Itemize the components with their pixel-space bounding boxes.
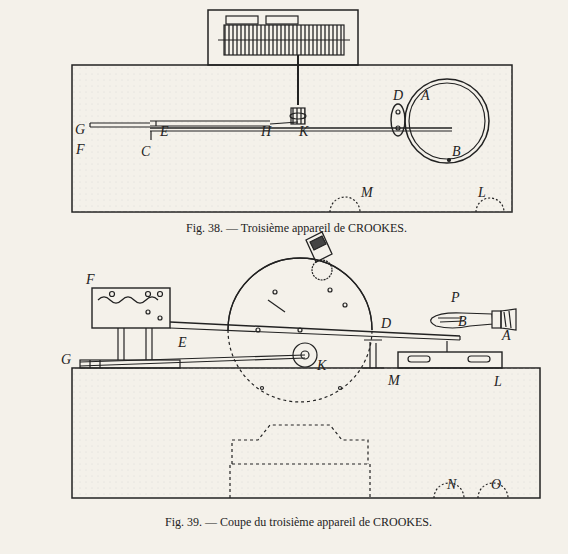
part-letter: M xyxy=(387,374,401,388)
part-letter: F xyxy=(75,143,86,157)
part-letter: H xyxy=(260,125,272,139)
part-letter: G xyxy=(74,123,86,137)
part-letter: B xyxy=(451,145,462,159)
part-letter: K xyxy=(298,125,309,139)
part-letter: E xyxy=(159,125,170,139)
part-letter: L xyxy=(493,375,503,389)
figure-caption: Fig. 39. — Coupe du troisième appareil d… xyxy=(165,516,432,528)
part-letter: F xyxy=(85,273,96,287)
part-letter: P xyxy=(450,291,461,305)
part-letter: O xyxy=(490,478,502,492)
part-letter: A xyxy=(501,329,512,343)
part-letter: D xyxy=(380,317,392,331)
part-letter: L xyxy=(477,186,487,200)
part-letter: A xyxy=(420,89,431,103)
part-letter: C xyxy=(140,145,151,159)
part-letter: N xyxy=(446,478,457,492)
part-letter: E xyxy=(177,336,188,350)
part-letter: D xyxy=(392,89,404,103)
part-letter: G xyxy=(60,353,72,367)
part-letter: K xyxy=(316,359,327,373)
part-letter: B xyxy=(457,315,468,329)
part-letter: M xyxy=(360,186,374,200)
figure-caption: Fig. 38. — Troisième appareil de CROOKES… xyxy=(186,222,407,234)
